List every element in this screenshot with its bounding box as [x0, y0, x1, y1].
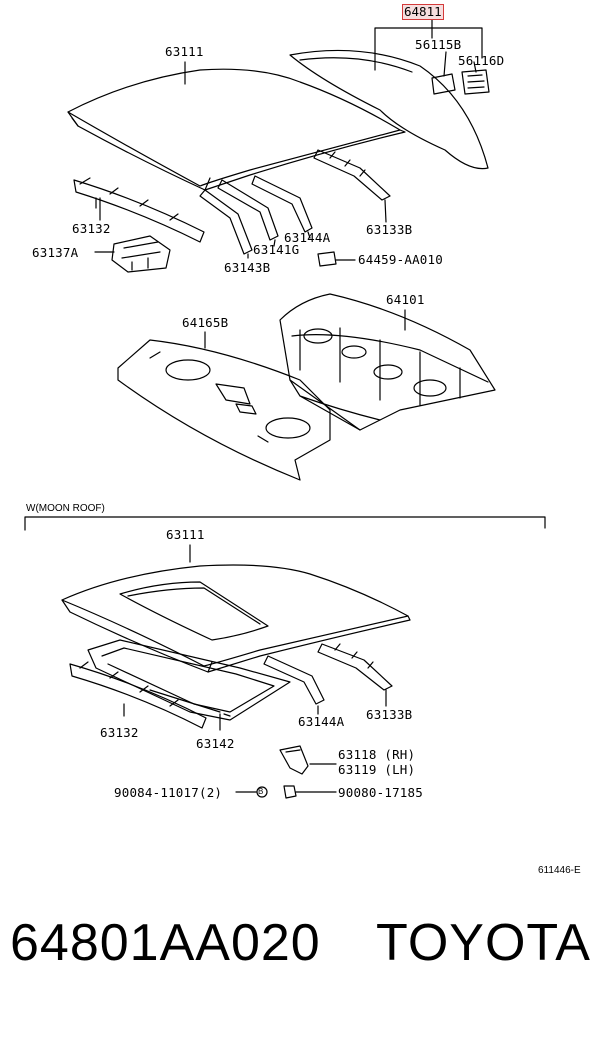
- label-64165b[interactable]: 64165B: [182, 315, 229, 330]
- front-header-moonroof: [69, 663, 207, 729]
- label-90080-17185[interactable]: 90080-17185: [338, 785, 423, 800]
- back-window-edge: [299, 57, 413, 73]
- roof-bow-63143b: [199, 189, 253, 255]
- label-56116d[interactable]: 56116D: [458, 53, 505, 68]
- label-90084-11017[interactable]: 90084-11017(2): [114, 785, 223, 800]
- roof-bow-63144a: [251, 175, 313, 233]
- roof-bow-63144a-bot: [263, 655, 325, 705]
- label-63111-top[interactable]: 63111: [165, 44, 204, 59]
- label-63119-lh[interactable]: 63119 (LH): [338, 762, 416, 777]
- bracket-63118: [279, 745, 309, 775]
- roof-bow-63141g: [217, 179, 279, 241]
- nut-90080: [283, 785, 297, 799]
- label-63143b[interactable]: 63143B: [224, 260, 271, 275]
- back-window-glass: [289, 49, 489, 170]
- label-56115b[interactable]: 56115B: [415, 37, 462, 52]
- diagram-code: 611446-E: [538, 865, 581, 876]
- diagram-drawing: [24, 19, 546, 799]
- section-title-moon-roof: W(MOON ROOF): [26, 503, 105, 514]
- caption-part-number: 64801AA020: [10, 914, 321, 972]
- ref-b-circle: [256, 786, 268, 798]
- label-63142[interactable]: 63142: [196, 736, 235, 751]
- label-64459-aa010[interactable]: 64459-AA010: [358, 252, 443, 267]
- moonroof-bracket: [24, 516, 546, 531]
- clip-56116d: [461, 69, 490, 95]
- sunroof-opening: [119, 581, 269, 641]
- label-63111-bottom[interactable]: 63111: [166, 527, 205, 542]
- leader-63142: [219, 713, 231, 731]
- clip-56115b: [431, 73, 456, 95]
- bracket-64811-leader: [374, 19, 483, 71]
- label-63133b-top[interactable]: 63133B: [366, 222, 413, 237]
- roof-bow-63133b-bot: [317, 643, 393, 691]
- label-64101[interactable]: 64101: [386, 292, 425, 307]
- roof-panel-moonroof: [61, 564, 409, 667]
- highlighted-part-64811[interactable]: 64811: [402, 4, 444, 20]
- ref-b-letter: B: [258, 787, 264, 796]
- caption-area: 64801AA020 TOYOTA: [0, 905, 600, 1035]
- label-63118-rh[interactable]: 63118 (RH): [338, 747, 416, 762]
- label-63133b-bottom[interactable]: 63133B: [366, 707, 413, 722]
- label-63141g[interactable]: 63141G: [253, 242, 300, 257]
- label-63137a[interactable]: 63137A: [32, 245, 79, 260]
- sunroof-frame-63142: [87, 639, 291, 721]
- rear-panel-64101: [279, 293, 496, 431]
- label-63132-top[interactable]: 63132: [72, 221, 111, 236]
- label-63144a-top[interactable]: 63144A: [284, 230, 331, 245]
- bracket-63137a: [111, 235, 171, 273]
- roof-bow-63133b: [313, 149, 391, 201]
- caption-brand: TOYOTA: [376, 914, 591, 972]
- label-63132-bottom[interactable]: 63132: [100, 725, 139, 740]
- roof-panel-top: [67, 68, 401, 187]
- parts-diagram: 64811 56115B 56116D 63111 63132 63137A 6…: [24, 4, 581, 876]
- label-63144a-bottom[interactable]: 63144A: [298, 714, 345, 729]
- front-header-rail: [73, 179, 205, 243]
- package-tray-64165b: [117, 339, 331, 481]
- pad-64459: [317, 251, 337, 267]
